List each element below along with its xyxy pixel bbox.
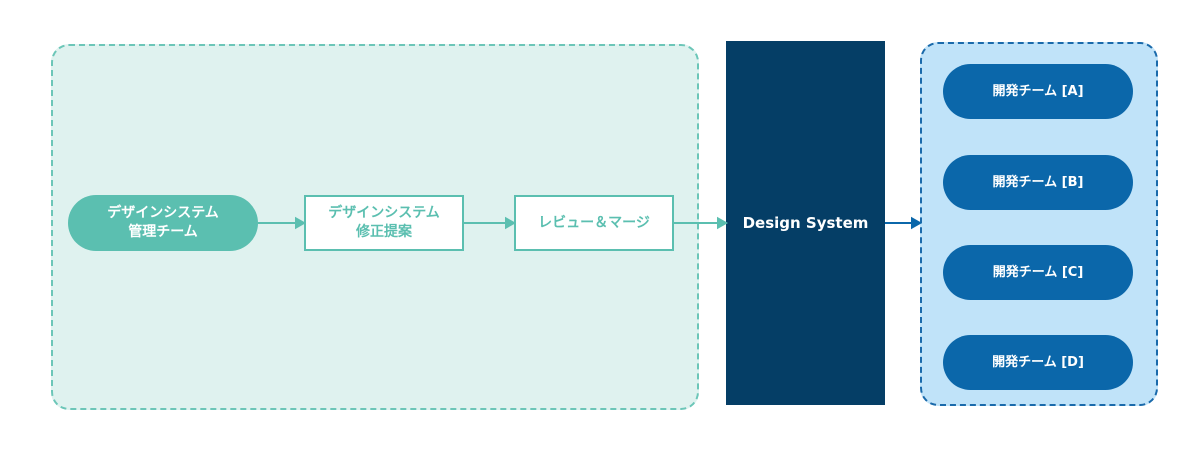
node-label: 開発チーム [B] — [992, 175, 1084, 190]
dev-team-a: 開発チーム [A] — [943, 64, 1133, 119]
arrowhead — [911, 216, 923, 230]
proposal-node: デザインシステム修正提案 — [304, 195, 464, 251]
arrowhead — [295, 216, 307, 230]
dev-team-b: 開発チーム [B] — [943, 155, 1133, 210]
node-label: デザインシステム — [328, 205, 440, 221]
arrowhead — [505, 216, 517, 230]
dev-team-d: 開発チーム [D] — [943, 335, 1133, 390]
design-system-node: Design System — [726, 41, 885, 405]
node-label: 管理チーム — [128, 224, 198, 240]
review-merge-node: レビュー＆マージ — [514, 195, 674, 251]
node-label: Design System — [742, 213, 869, 232]
dev-team-c: 開発チーム [C] — [943, 245, 1133, 300]
arrowhead — [717, 216, 729, 230]
node-label: 開発チーム [A] — [992, 84, 1084, 99]
node-label: 修正提案 — [356, 224, 412, 240]
node-label: 開発チーム [C] — [992, 265, 1084, 280]
design-system-team-node: デザインシステム管理チーム — [68, 195, 258, 251]
node-label: 開発チーム [D] — [992, 355, 1084, 370]
node-label: レビュー＆マージ — [538, 214, 650, 231]
node-label: デザインシステム — [107, 205, 219, 221]
